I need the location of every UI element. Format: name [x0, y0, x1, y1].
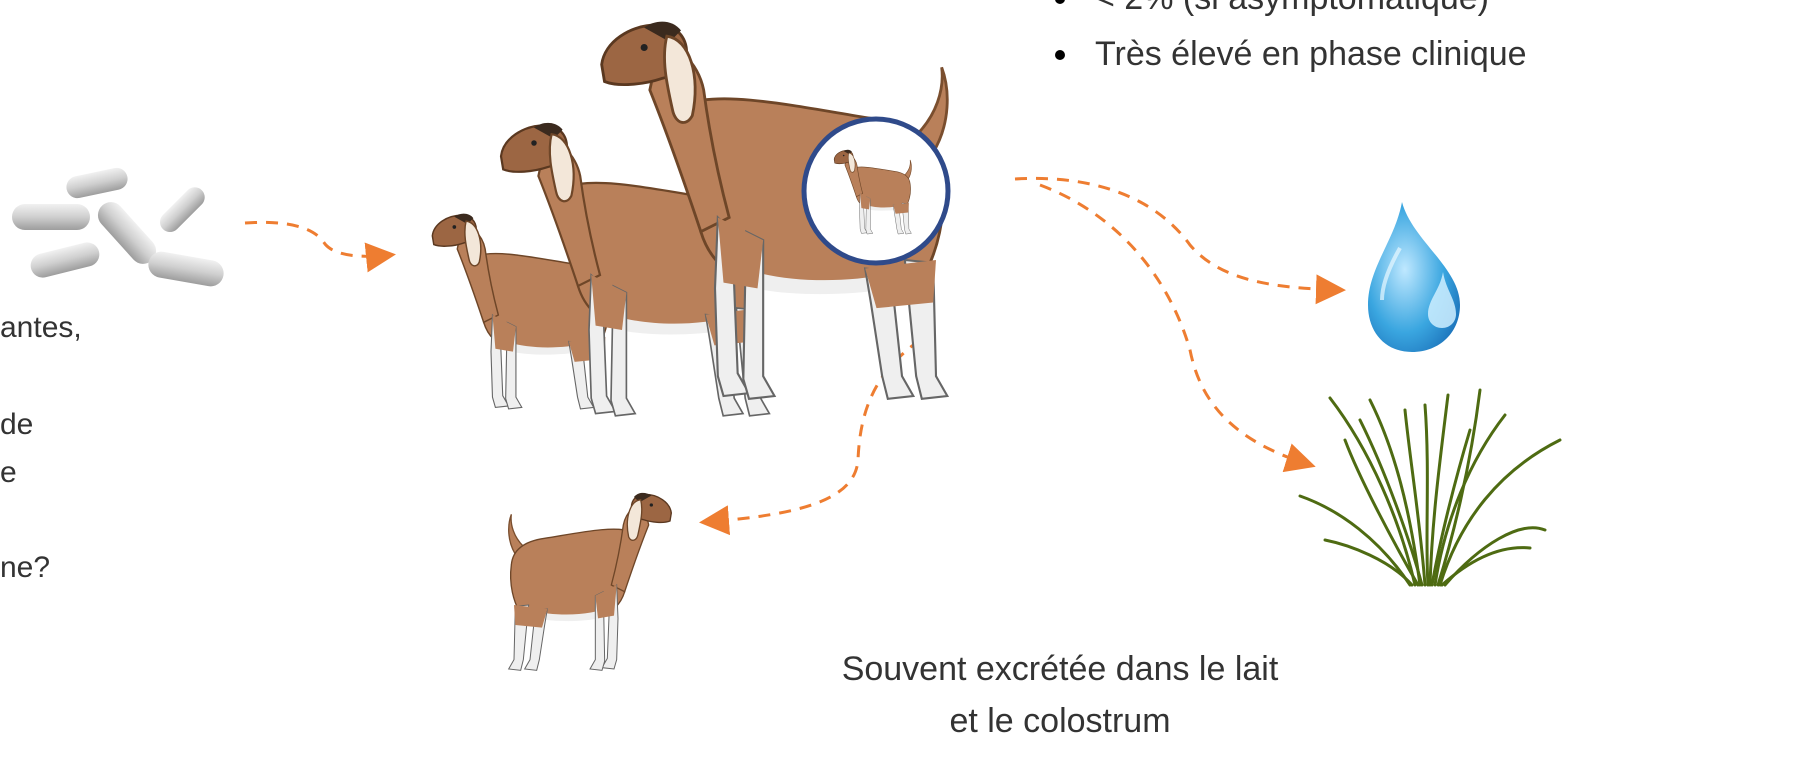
bullet-icon: [1055, 50, 1065, 60]
left-text-fragment: ne?: [0, 551, 50, 585]
bacteria-icon: [12, 166, 226, 289]
milk-excretion-caption: Souvent excrétée dans le lait et le colo…: [780, 643, 1340, 747]
left-text-fragment: antes,: [0, 311, 82, 345]
list-item: Très élevé en phase clinique: [1055, 26, 1527, 82]
caption-line: Souvent excrétée dans le lait: [780, 643, 1340, 695]
excretion-rate-list: < 2% (si asymptomatique) Très élevé en p…: [1055, 0, 1527, 82]
bullet-icon: [1055, 0, 1065, 4]
grass-icon: [1300, 390, 1560, 585]
bullet-text: Très élevé en phase clinique: [1095, 35, 1527, 73]
goat-icon: [509, 493, 672, 671]
infected-goat-inset: [804, 119, 948, 263]
left-text-fragment: de: [0, 408, 33, 442]
arrow-bacteria-to-goats: [245, 222, 390, 256]
left-text-fragment: e: [0, 456, 17, 490]
water-drop-icon: [1368, 202, 1460, 352]
caption-line: et le colostrum: [780, 695, 1340, 747]
bullet-text: < 2% (si asymptomatique): [1095, 0, 1489, 17]
list-item: < 2% (si asymptomatique): [1055, 0, 1527, 26]
